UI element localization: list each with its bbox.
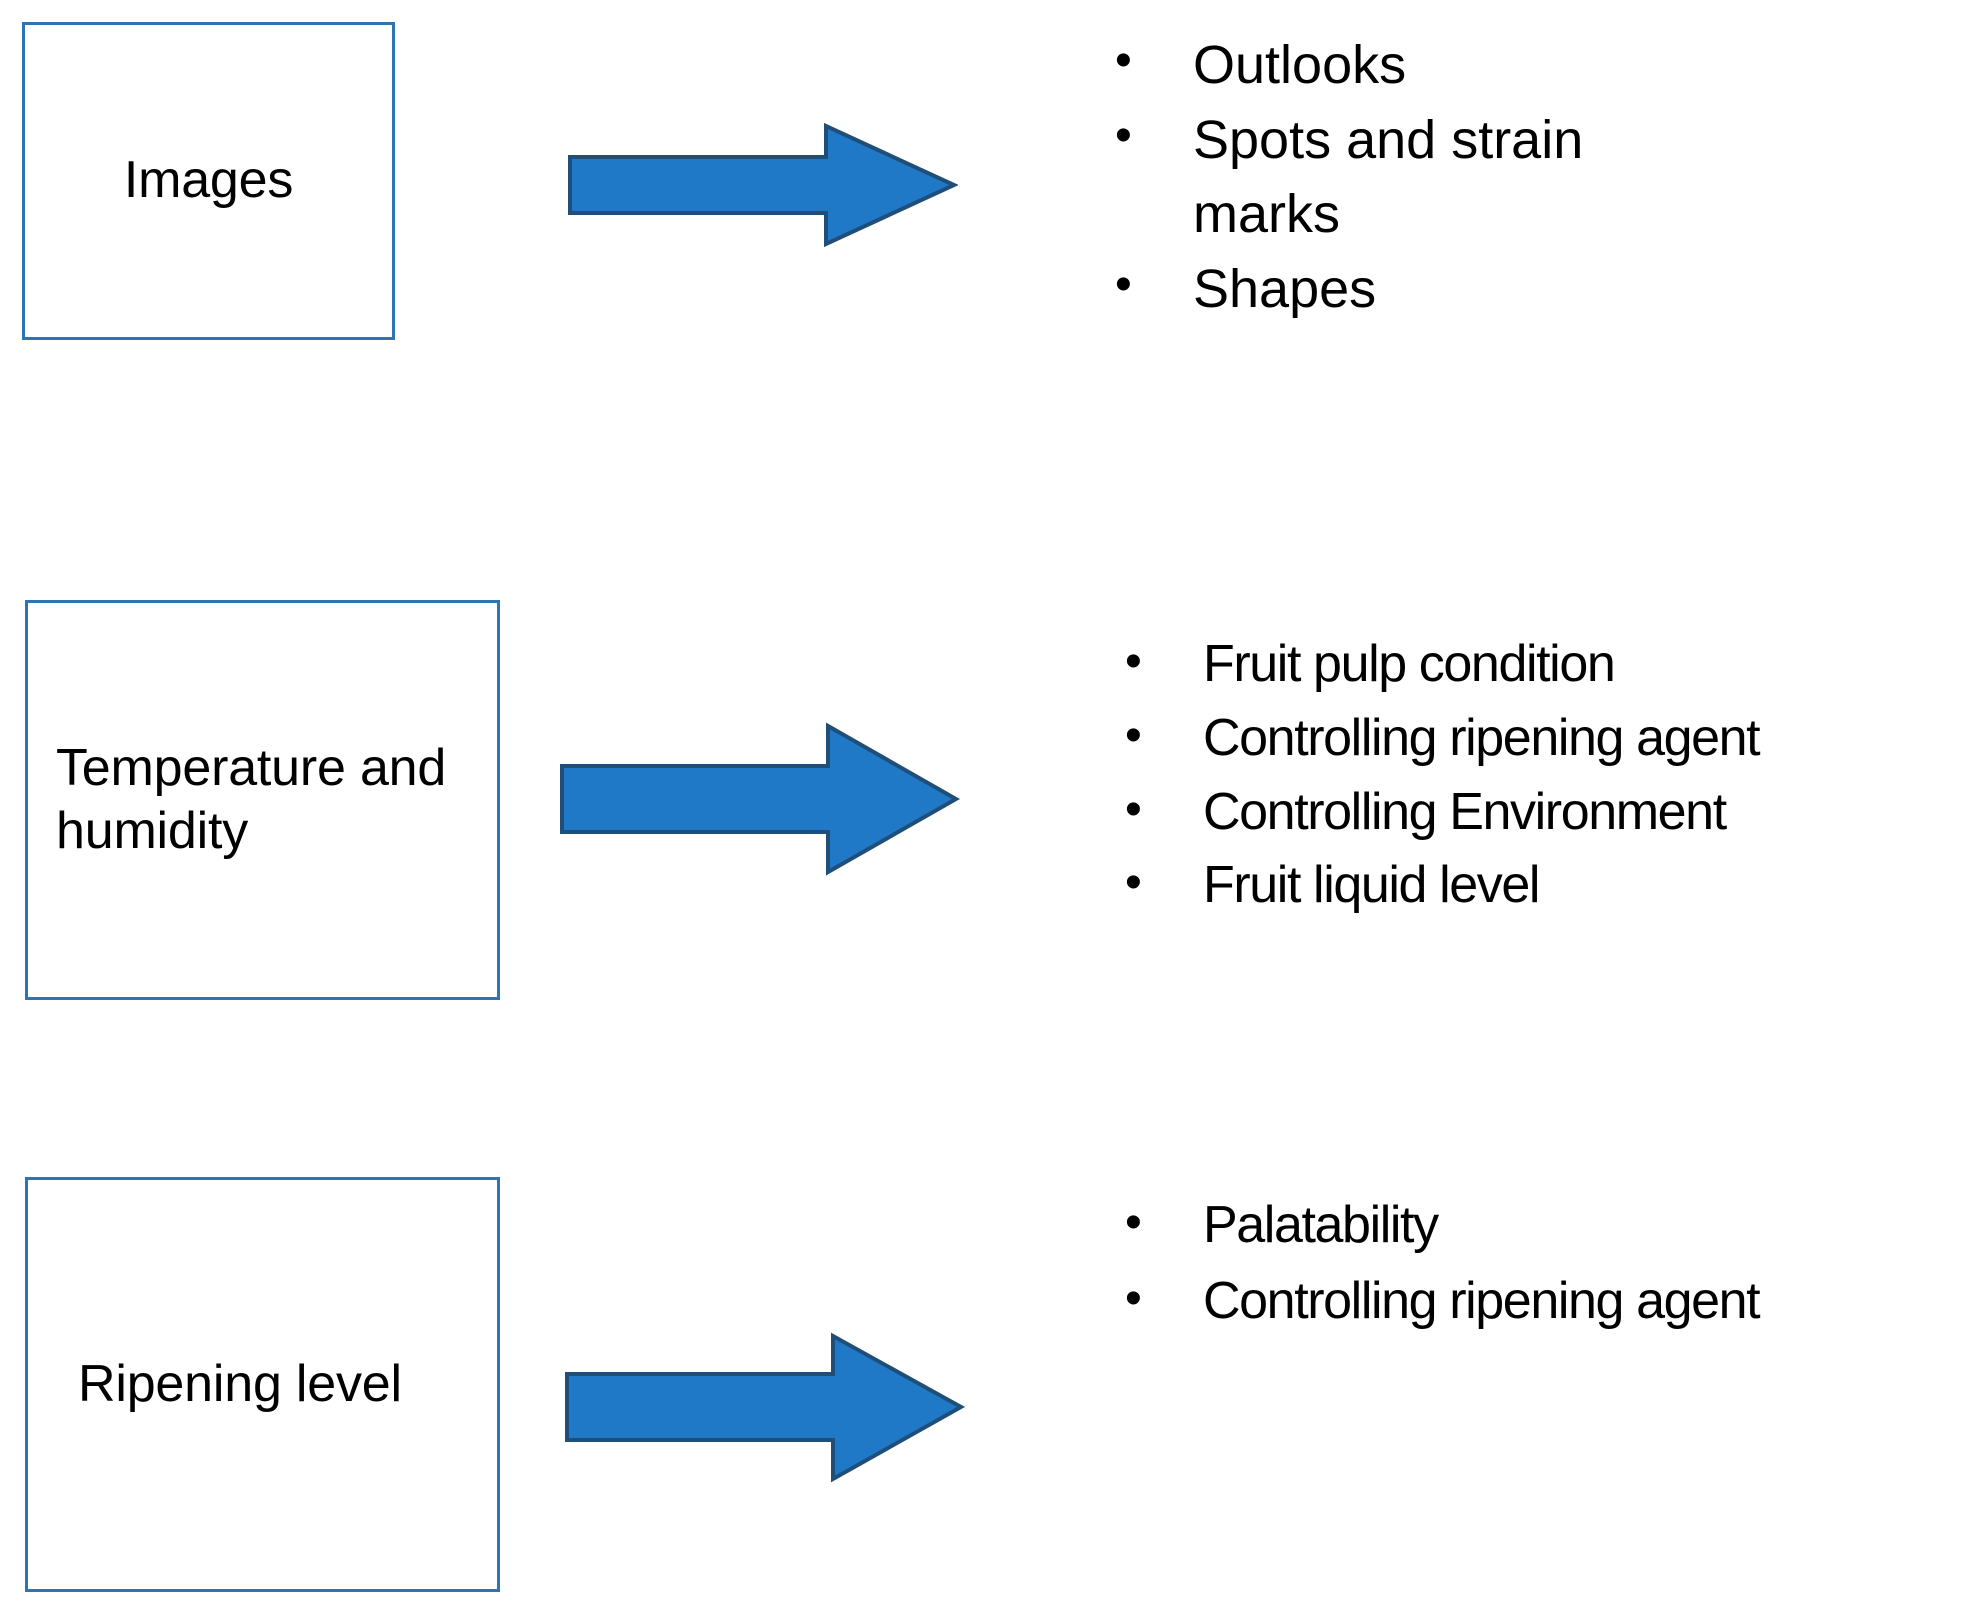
- output-list-temperature-and-humidity: • Fruit pulp condition • Controlling rip…: [1115, 628, 1975, 923]
- list-item: • Controlling Environment: [1115, 776, 1975, 850]
- bullet-icon: •: [1125, 635, 1142, 688]
- bullet-icon: •: [1125, 782, 1142, 836]
- list-item-label: Controlling Environment: [1203, 782, 1727, 841]
- bullet-icon: •: [1125, 1196, 1142, 1249]
- output-list-ripening-level: • Palatability • Controlling ripening ag…: [1115, 1188, 1975, 1340]
- bullet-icon: •: [1115, 34, 1132, 87]
- right-block-arrow-icon: [568, 122, 958, 248]
- list-item: • Outlooks: [1105, 28, 1665, 103]
- node-box-temperature-and-humidity: Temperature and humidity: [25, 600, 500, 1000]
- list-item-label: Palatability: [1203, 1196, 1439, 1254]
- right-block-arrow-icon: [560, 722, 960, 876]
- output-list-images: • Outlooks • Spots and strain marks • Sh…: [1105, 28, 1665, 326]
- list-item-label: Fruit pulp condition: [1203, 635, 1616, 693]
- bullet-icon: •: [1125, 1271, 1142, 1325]
- node-box-images: Images: [22, 22, 395, 340]
- list-item: • Spots and strain marks: [1105, 103, 1665, 252]
- list-item: • Controlling ripening agent: [1115, 702, 1975, 776]
- bullet-icon: •: [1125, 708, 1142, 762]
- list-item-label: Controlling ripening agent: [1203, 1271, 1761, 1330]
- list-item-label: Spots and strain marks: [1193, 109, 1584, 245]
- right-block-arrow-icon: [565, 1332, 965, 1483]
- list-item-label: Outlooks: [1193, 35, 1407, 95]
- node-label-images: Images: [123, 151, 294, 210]
- list-item: • Palatability: [1115, 1188, 1975, 1264]
- list-item-label: Controlling ripening agent: [1203, 708, 1761, 767]
- list-item: • Fruit liquid level: [1115, 849, 1975, 923]
- node-label-ripening-level: Ripening level: [78, 1354, 402, 1413]
- bullet-icon: •: [1125, 856, 1142, 910]
- bullet-icon: •: [1115, 257, 1132, 311]
- bullet-icon: •: [1115, 108, 1132, 162]
- list-item-label: Shapes: [1193, 258, 1377, 319]
- list-item: • Controlling ripening agent: [1115, 1264, 1975, 1340]
- list-item-label: Fruit liquid level: [1203, 856, 1540, 915]
- list-item: • Shapes: [1105, 252, 1665, 327]
- node-box-ripening-level: Ripening level: [25, 1177, 500, 1592]
- list-item: • Fruit pulp condition: [1115, 628, 1975, 702]
- node-label-temperature-and-humidity: Temperature and humidity: [56, 738, 447, 860]
